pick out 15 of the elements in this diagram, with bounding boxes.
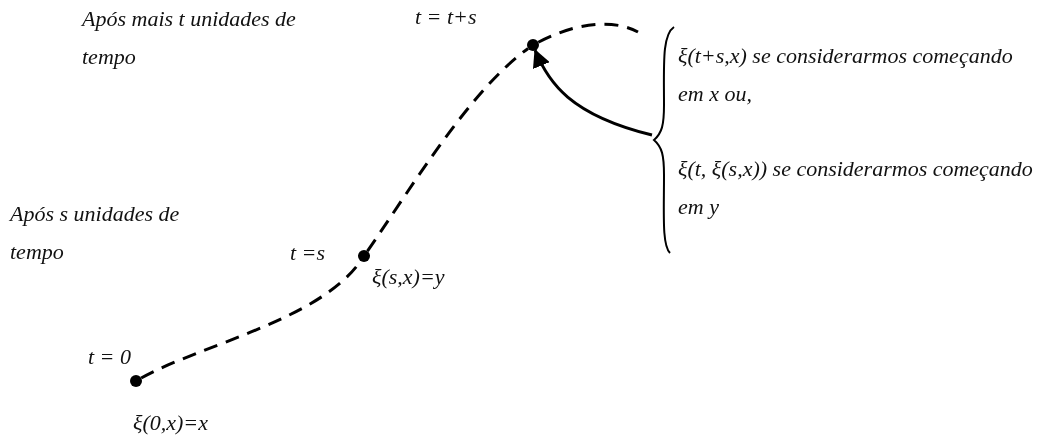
- dashed-trajectory: [537, 22, 639, 44]
- time-note: Após s unidades de tempo: [10, 200, 181, 266]
- dashed-trajectory: [366, 47, 530, 252]
- point-label: ξ(s,x)=y: [372, 264, 445, 291]
- point-dot: [130, 375, 142, 387]
- point-label: ξ(0,x)=x: [133, 410, 208, 437]
- point-dot: [358, 250, 370, 262]
- point-label: t =s: [290, 240, 326, 267]
- point-dot: [527, 39, 539, 51]
- curved-arrow: [533, 48, 653, 137]
- point-label: t = 0: [88, 344, 131, 371]
- formula-text: ξ(t+s,x) se considerarmos começando em x ou,: [678, 42, 1014, 108]
- time-note: Após mais t unidades de tempo: [82, 5, 297, 71]
- point-label: t = t+s: [415, 4, 477, 31]
- formula-text: ξ(t, ξ(s,x)) se considerarmos começando em y: [678, 155, 1034, 221]
